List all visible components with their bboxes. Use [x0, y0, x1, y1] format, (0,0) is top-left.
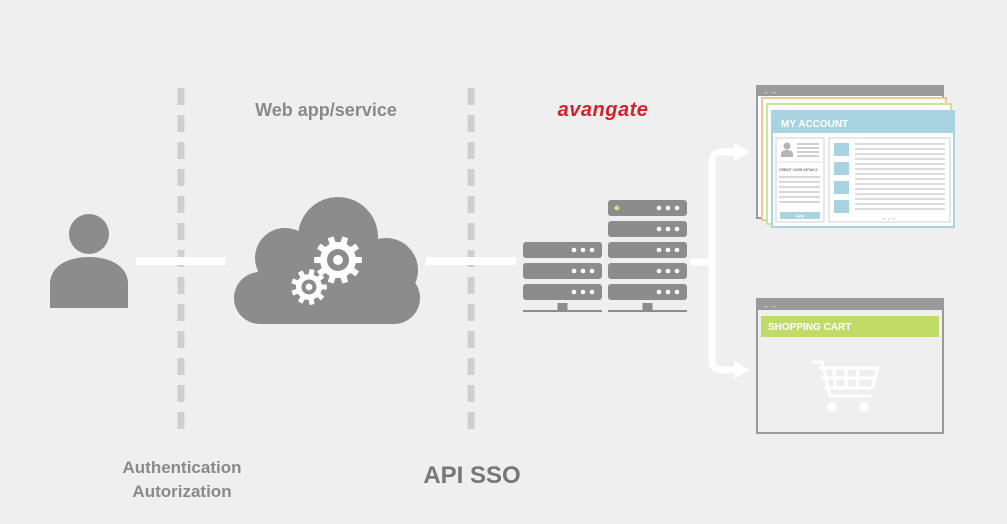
save-button — [780, 212, 820, 219]
connector-user-cloud — [136, 257, 226, 265]
thumbnail-list — [834, 143, 849, 213]
browser-nav-arrows: ←→ — [763, 89, 777, 96]
browser-nav-arrows: ←→ — [763, 303, 777, 310]
authentication-label: Authentication — [122, 458, 242, 477]
arrow-head-top — [734, 143, 750, 161]
profile-panel — [775, 137, 825, 223]
shopping-cart-header — [761, 316, 939, 337]
avatar-icon — [781, 142, 793, 157]
server-unit — [523, 284, 602, 300]
shopping-cart-title: SHOPPING CART — [768, 322, 851, 333]
shopping-cart-icon — [812, 360, 880, 398]
server-unit — [523, 242, 602, 258]
avangate-logo: avangate — [557, 99, 649, 121]
credit-card-details-label: CREDIT CARD DETAILS — [779, 168, 818, 172]
server-unit — [608, 263, 687, 279]
api-sso-label: API SSO — [423, 462, 521, 489]
save-button-label: SAVE — [796, 214, 806, 218]
cart-wheel — [859, 402, 869, 412]
web-app-service-label: Web app/service — [255, 100, 397, 120]
server-rack-icon — [523, 200, 687, 312]
arrow-head-bottom — [734, 361, 750, 379]
my-account-window-stack: ←→ MY ACCOUNT CREDIT CARD DETAILS — [756, 85, 955, 228]
auth-label: Authentication Autorization — [92, 456, 272, 504]
gear-icon — [314, 236, 362, 284]
server-led — [614, 205, 620, 211]
server-unit — [523, 263, 602, 279]
my-account-header — [772, 111, 954, 133]
my-account-title: MY ACCOUNT — [781, 119, 848, 130]
server-unit — [608, 284, 687, 300]
server-unit — [608, 242, 687, 258]
arrow-icon — [689, 148, 742, 374]
gear-icon — [291, 269, 327, 305]
user-icon — [50, 214, 128, 308]
server-unit — [608, 221, 687, 237]
server-unit — [608, 200, 687, 216]
shopping-cart-window: ←→ SHOPPING CART — [756, 298, 944, 434]
connector-cloud-server — [426, 257, 516, 265]
autorization-label: Autorization — [132, 482, 232, 501]
cart-wheel — [827, 402, 837, 412]
